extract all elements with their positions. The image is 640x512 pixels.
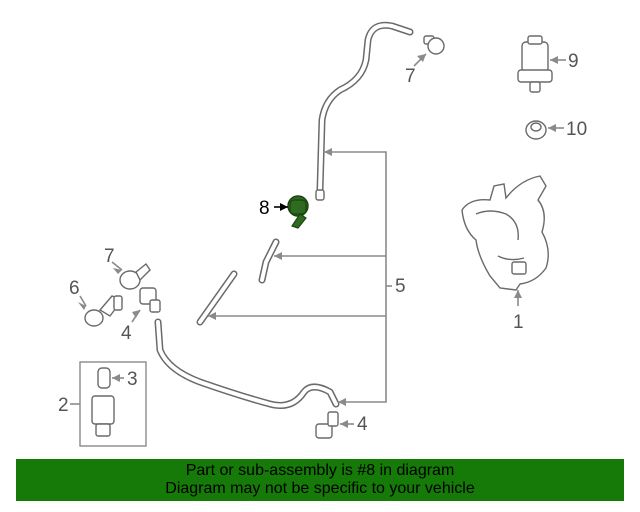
upper-hose xyxy=(315,21,414,201)
straight-hose xyxy=(196,270,238,326)
short-hose xyxy=(258,238,280,284)
label-7-left: 7 xyxy=(104,246,115,267)
label-1: 1 xyxy=(513,312,524,333)
pump-part-9 xyxy=(517,35,566,93)
banner-line-1: Part or sub-assembly is #8 in diagram xyxy=(185,462,455,479)
notice-banner: Part or sub-assembly is #8 in diagram Di… xyxy=(16,459,624,501)
nozzle-part-7-top xyxy=(413,35,445,67)
label-7-top: 7 xyxy=(405,66,416,87)
grommet-part-10 xyxy=(525,120,564,140)
label-10: 10 xyxy=(566,119,587,140)
label-4-upper: 4 xyxy=(121,323,132,344)
label-8: 8 xyxy=(259,198,270,219)
connector-part-4-upper xyxy=(131,287,161,323)
label-3: 3 xyxy=(127,369,138,390)
connector-part-4-lower xyxy=(315,411,354,439)
check-valve-part-8 xyxy=(274,195,309,229)
nozzle-part-7-left xyxy=(111,261,151,290)
reservoir-part-1 xyxy=(461,175,549,306)
label-2: 2 xyxy=(58,395,69,416)
label-5: 5 xyxy=(395,276,406,297)
pump-kit-box xyxy=(70,361,147,447)
label-6: 6 xyxy=(69,278,80,299)
leader-5-bracket xyxy=(208,148,392,406)
banner-line-2: Diagram may not be specific to your vehi… xyxy=(165,480,475,497)
lower-hose xyxy=(154,318,340,409)
nozzle-part-6 xyxy=(78,295,124,327)
label-9: 9 xyxy=(568,51,579,72)
label-4-lower: 4 xyxy=(357,414,368,435)
